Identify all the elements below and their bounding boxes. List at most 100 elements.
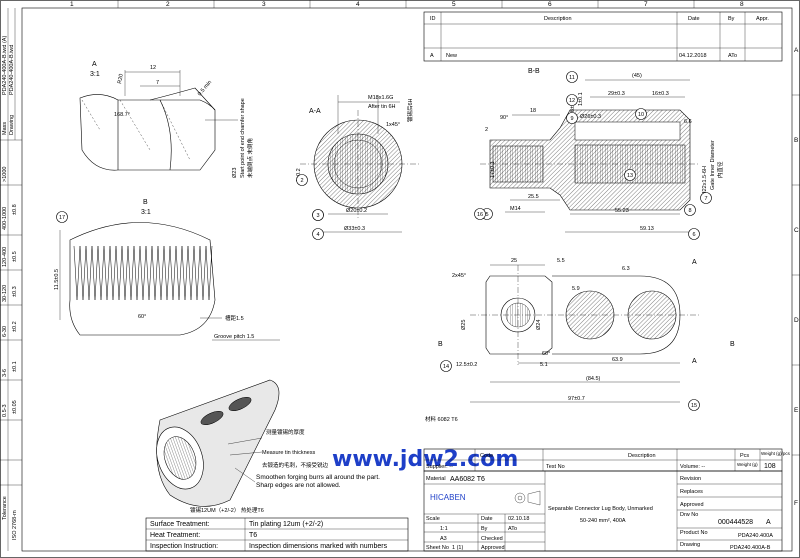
tol-range-4: 30-120 <box>2 285 8 302</box>
tb-by-label: By <box>481 526 488 532</box>
section-aa-dim-d33: Ø33±0.3 <box>344 226 365 232</box>
detail-a-note: Start point of end chamfer shape <box>240 98 246 178</box>
grid-col-1: 1 <box>70 1 74 8</box>
section-bb-dim-66: 6.6 <box>684 119 692 125</box>
tolerance-standard: ISO 2768-m <box>12 510 18 540</box>
tol-range-3: 120-400 <box>2 247 8 267</box>
grid-row-b: B <box>794 137 798 144</box>
section-bb-dim-16: 16±0.3 <box>652 91 669 97</box>
tb-description-2: 50-240 mm², 400A <box>580 518 626 524</box>
spec-value-heat: T6 <box>249 532 257 539</box>
tb-checked-label: Checked <box>481 536 503 542</box>
grid-col-8: 8 <box>740 1 744 8</box>
detail-a-dim-05min: 0.5 min <box>197 80 213 98</box>
balloon-13 <box>624 169 636 181</box>
spec-table: Surface Treatment: Tin plating 12um (+2/… <box>145 517 409 552</box>
tol-range-6: 3-6 <box>2 369 8 377</box>
spec-value-inspection: Inspection dimensions marked with number… <box>249 543 388 550</box>
front-section-a-bottom: A <box>692 358 697 365</box>
tb-by-value: ATo <box>508 526 517 532</box>
detail-a-note-cn: 未端倒点 末倒角 <box>246 138 254 178</box>
note-burrs: Smoothen forging burrs all around the pa… <box>256 474 380 489</box>
bom-header-code: Code <box>480 453 493 459</box>
detail-b-dim-115: 11.5±0.5 <box>54 269 60 290</box>
balloon-label-11: 11 <box>569 75 575 81</box>
tol-range-2: 400-1000 <box>2 207 8 230</box>
grid-col-6: 6 <box>548 1 552 8</box>
front-dim-845: (84.5) <box>586 376 601 382</box>
grid-row-f: F <box>794 500 798 507</box>
section-bb-dim-m22: M22x1.5-6H <box>702 166 708 196</box>
iso-view: 测量镀锡的厚度 <box>156 379 305 507</box>
grid-row-d: D <box>794 317 799 324</box>
balloon-label-8: 8 <box>688 208 691 214</box>
section-bb-dim-1: 1±0.1 <box>578 92 584 106</box>
revision-table: ID Description Date By Appr. A New 04.12… <box>423 11 783 62</box>
spec-value-surface: Tin plating 12um (+2/-2) <box>249 521 323 528</box>
front-dim-25: 25 <box>511 258 517 264</box>
front-dim-125: 12.5±0.2 <box>456 362 477 368</box>
balloon-11 <box>566 71 578 83</box>
front-view: 25 5.5 2x45° 6.3 5.9 Ø25 Ø24 60° 5.1 12.… <box>438 258 735 403</box>
balloon-17 <box>56 211 68 223</box>
section-aa-plating-cn: 镀锡后6H <box>406 98 414 122</box>
tb-drawing-label: Drawing <box>680 542 700 548</box>
bom-header-weight: Weight (g)/pcs <box>761 451 791 456</box>
section-bb-dim-45: (45) <box>632 73 642 79</box>
section-bb-dim-29: 29±0.3 <box>608 91 625 97</box>
section-aa-dim-d20: Ø20±0.2 <box>346 208 367 214</box>
tol-range-5: 6-30 <box>2 326 8 337</box>
tb-drawing-value: PDA240.400A-B <box>730 545 771 551</box>
section-bb-dim-5523: 55.23 <box>615 208 629 214</box>
front-dim-60deg: 60° <box>542 351 550 357</box>
detail-a-dim-r20: R20 <box>117 73 125 84</box>
section-aa-view: A-A M18x1.6G After tin 6H 镀锡后6H 1x45° 1±… <box>296 95 420 233</box>
tb-material-value: AA6082 T6 <box>450 476 485 483</box>
balloon-label-16: 16 <box>477 212 483 218</box>
detail-a-dim-angle: 168.7° <box>114 112 130 118</box>
tb-company: HICABEN <box>430 493 466 502</box>
balloon-9 <box>566 112 578 124</box>
section-bb-dim-2: 2 <box>485 127 488 133</box>
balloon-2 <box>296 174 308 186</box>
tb-product-label: Product No <box>680 530 708 536</box>
rev-header-by: By <box>728 16 735 22</box>
balloon-label-7: 7 <box>704 196 707 202</box>
tb-replaces-label: Replaces <box>680 489 703 495</box>
grid-row-c: C <box>794 227 799 234</box>
tb-drwno-label: Drw No <box>680 512 698 518</box>
detail-a-title: A <box>92 61 97 68</box>
bom-test-no: Test No <box>546 464 565 470</box>
watermark: www.jdw2.com <box>332 447 518 472</box>
section-bb-inner-note-cn: 内直径 <box>716 161 724 178</box>
rev-header-date: Date <box>688 16 700 22</box>
balloon-label-15: 15 <box>691 403 697 409</box>
front-section-b-right: B <box>730 341 735 348</box>
balloon-15 <box>688 399 700 411</box>
balloon-label-10: 10 <box>638 112 644 118</box>
drawing-caption: Drawing <box>9 115 15 135</box>
grid-col-4: 4 <box>356 1 360 8</box>
grid-col-5: 5 <box>452 1 456 8</box>
balloon-10 <box>635 108 647 120</box>
section-aa-chamfer: 1x45° <box>386 122 400 128</box>
tb-sheet-label: Sheet No <box>426 545 449 551</box>
rev-header-id: ID <box>430 16 436 22</box>
title-block: Material AA6082 T6 HICABEN Separable Con… <box>423 470 783 552</box>
balloon-label-14: 14 <box>443 364 449 370</box>
detail-a-scale: 3:1 <box>90 71 100 78</box>
detail-b-scale: 3:1 <box>141 209 151 216</box>
tol-range-7: 0.5-3 <box>2 404 8 417</box>
section-bb-dim-5913: 59.13 <box>640 226 654 232</box>
rev-header-description: Description <box>544 16 572 22</box>
note-material-cn: 材料 6082 T6 <box>425 415 458 423</box>
tb-rev-value: A <box>766 519 771 526</box>
section-aa-title: A-A <box>309 108 321 115</box>
section-bb-view: B-B (45) 29±0.3 16±0.3 18 90° 2 Ø26±0.3 … <box>480 68 724 233</box>
tb-date-value: 02.10.18 <box>508 516 529 522</box>
section-bb-dim-d26: Ø26±0.3 <box>580 114 601 120</box>
rev-row-by: ATo <box>728 53 737 59</box>
front-section-a-top: A <box>692 259 697 266</box>
balloon-8 <box>684 204 696 216</box>
